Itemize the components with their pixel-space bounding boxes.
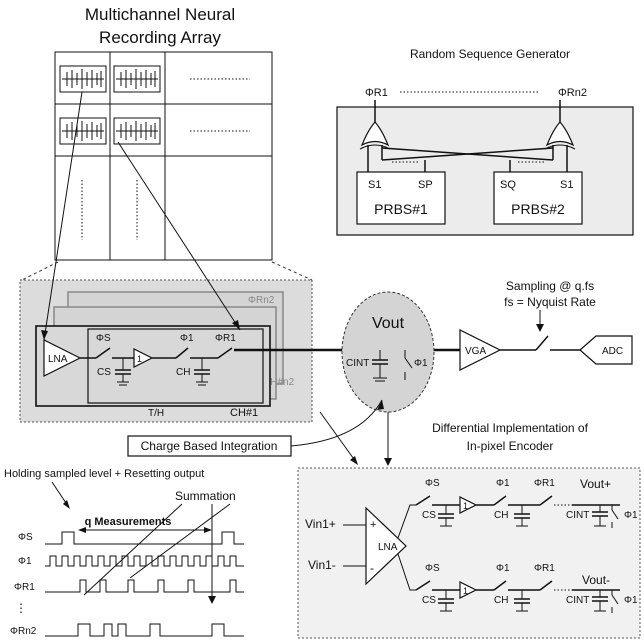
diff-bot-cs: CS <box>422 595 436 606</box>
diff-plus: + <box>370 519 376 531</box>
diff-vin-minus: Vin1- <box>308 558 336 572</box>
diff-impl-line2: In-pixel Encoder <box>467 439 554 453</box>
timing-diagram: q Measurements ΦS Φ1 ΦR1 ⋮ ΦRn2 <box>10 481 244 637</box>
timing-phi-r1: ΦR1 <box>14 582 35 593</box>
rsg-s1-right: S1 <box>560 179 573 191</box>
lna-label: LNA <box>48 354 68 365</box>
vga-triangle <box>459 329 502 371</box>
timing-phi-rn2: ΦRn2 <box>10 626 37 637</box>
holding-label: Holding sampled level + Resetting output <box>4 468 204 480</box>
timing-ellipsis: ⋮ <box>15 601 27 615</box>
ch-cs: CS <box>97 367 111 378</box>
spike-cell-3 <box>59 117 107 145</box>
fs-label: fs = Nyquist Rate <box>504 295 596 309</box>
diff-top-phi-1b: Φ1 <box>624 510 638 521</box>
ch-phi-1: Φ1 <box>180 333 194 344</box>
rsg-title: Random Sequence Generator <box>410 47 570 61</box>
diff-top-phi-r1: ΦR1 <box>534 478 555 489</box>
lna-triangle <box>43 339 82 377</box>
diff-bot-phi-1b: Φ1 <box>624 595 638 606</box>
ch-phi-r1: ΦR1 <box>215 333 236 344</box>
diff-lna <box>365 506 407 586</box>
channel-panel: ΦRn2 CH#n2 LNA ΦS CS 1 Φ1 C <box>19 279 313 423</box>
diff-vout-plus: Vout+ <box>580 477 611 491</box>
adc-label: ADC <box>602 346 623 357</box>
charge-integration-label: Charge Based Integration <box>141 439 278 453</box>
diff-lna-label: LNA <box>378 542 398 553</box>
diff-bot-phi-1: Φ1 <box>496 563 510 574</box>
diff-bot-ch: CH <box>494 595 508 606</box>
diff-top-ch: CH <box>494 510 508 521</box>
annotation-labels: Charge Based Integration Differential Im… <box>4 399 589 503</box>
spike-cell-1 <box>59 65 107 93</box>
summation-label: Summation <box>175 489 236 503</box>
vout-phi-1: Φ1 <box>414 358 428 369</box>
rsg-sq: SQ <box>500 179 516 191</box>
diff-top-phi-s: ΦS <box>425 478 440 489</box>
readout-chain: Sampling @ q.fs fs = Nyquist Rate VGA AD… <box>459 279 633 371</box>
adc-block <box>579 335 633 365</box>
diff-bot-cint: CINT <box>566 595 589 606</box>
ch-n2-label: CH#n2 <box>263 377 295 388</box>
rsg-sp: SP <box>418 179 433 191</box>
ch-ch: CH <box>176 367 190 378</box>
vout-cint: CINT <box>346 358 369 369</box>
array-title-line2: Recording Array <box>99 28 221 47</box>
rsg-phi-r1: ΦR1 <box>365 87 388 99</box>
diff-bot-buf: 1 <box>463 586 468 596</box>
array-title-line1: Multichannel Neural <box>85 5 235 24</box>
diff-vout-minus: Vout- <box>582 573 610 587</box>
sampling-label: Sampling @ q.fs <box>506 279 594 293</box>
diff-bot-phi-r1: ΦR1 <box>534 563 555 574</box>
random-sequence-generator: Random Sequence Generator ΦR1 ΦRn2 S1 SP… <box>336 47 634 236</box>
ch-buf: 1 <box>137 354 142 364</box>
vout-label: Vout <box>372 315 405 332</box>
timing-phi-s: ΦS <box>18 532 33 543</box>
rsg-phi-rn2: ΦRn2 <box>558 87 587 99</box>
array-to-channel-arrows <box>21 91 313 341</box>
ch-phi-s: ΦS <box>96 333 111 344</box>
rsg-s1-left: S1 <box>368 179 381 191</box>
diff-vin-plus: Vin1+ <box>305 517 336 531</box>
diff-top-cs: CS <box>422 510 436 521</box>
prbs2-label: PRBS#2 <box>511 201 565 217</box>
diff-top-cint: CINT <box>566 510 589 521</box>
timing-phi-1: Φ1 <box>18 556 32 567</box>
spike-cell-2 <box>113 65 161 93</box>
spike-cell-4 <box>113 117 161 145</box>
th-label: T/H <box>148 408 164 419</box>
vout-node: Vout CINT Φ1 <box>341 291 435 413</box>
recording-array: Multichannel Neural Recording Array <box>54 5 273 261</box>
ch-phi-rn2: ΦRn2 <box>248 295 275 306</box>
diff-bot-phi-s: ΦS <box>425 563 440 574</box>
prbs1-label: PRBS#1 <box>374 201 428 217</box>
diff-impl-line1: Differential Implementation of <box>432 421 589 435</box>
vga-label: VGA <box>465 346 486 357</box>
q-measurements-label: q Measurements <box>85 516 172 528</box>
diff-top-buf: 1 <box>463 501 468 511</box>
differential-panel: Vin1+ Vin1- + - LNA ΦS CS 1 Φ1 CH ΦR1 <box>297 467 641 639</box>
diff-top-phi-1: Φ1 <box>496 478 510 489</box>
ch1-label: CH#1 <box>230 407 258 419</box>
diff-minus: - <box>370 561 374 575</box>
